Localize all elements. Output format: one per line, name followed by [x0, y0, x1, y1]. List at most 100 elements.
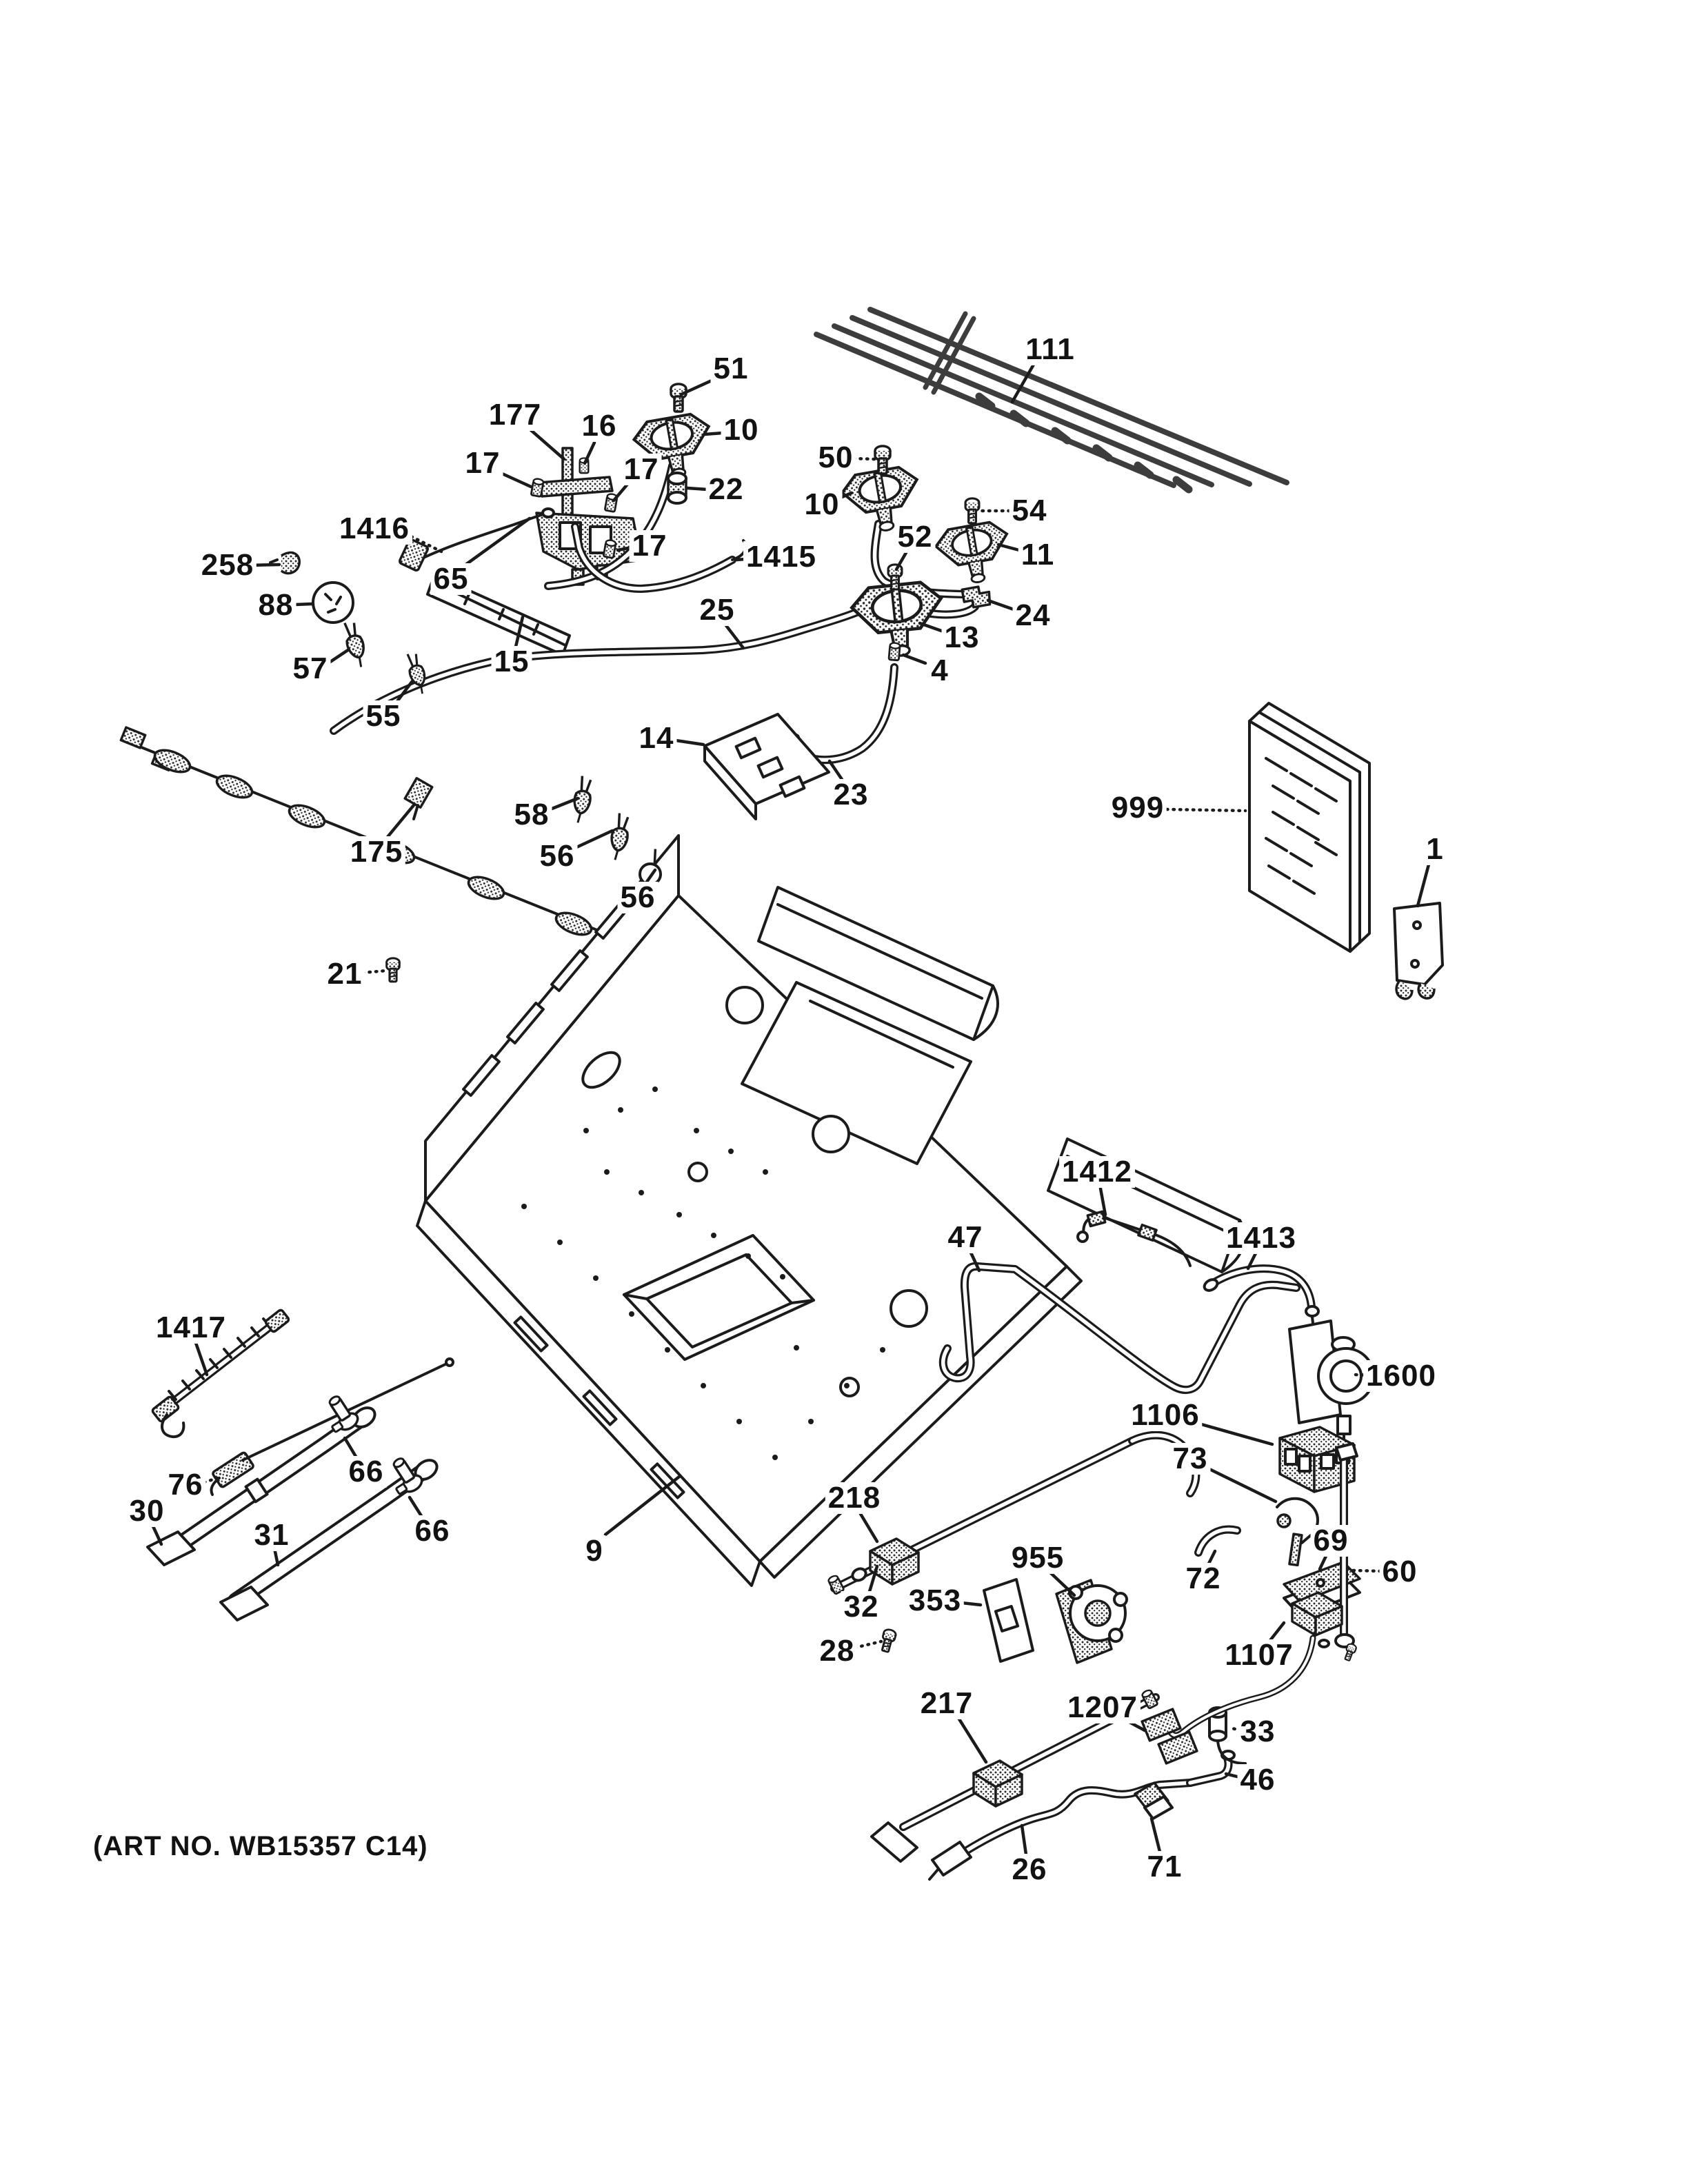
leader-line-4 [901, 653, 927, 665]
part-callout-1415: 1415 [743, 541, 819, 573]
leader-line-17 [612, 481, 631, 503]
leader-line-66 [408, 1495, 425, 1520]
part-callout-47: 47 [945, 1222, 986, 1253]
leader-line-11 [996, 543, 1021, 552]
leader-line-71 [1149, 1817, 1162, 1854]
part-callout-17: 17 [462, 447, 503, 479]
bracket-353 [983, 1578, 1034, 1663]
leader-line-32 [867, 1564, 879, 1596]
part-callout-22: 22 [705, 474, 747, 505]
leader-line-21 [361, 969, 388, 975]
part-callout-218: 218 [825, 1482, 884, 1514]
leader-line-16 [583, 441, 596, 465]
box-rivet-dots [521, 1086, 885, 1460]
oven-igniter-rail-1417 [151, 1308, 290, 1439]
part-callout-57: 57 [290, 653, 331, 685]
leader-line-69 [1318, 1553, 1329, 1571]
gas-tube-1413 [1203, 1264, 1320, 1331]
part-callout-1413: 1413 [1223, 1222, 1299, 1254]
flame-switch-1107 [1291, 1591, 1358, 1663]
part-callout-32: 32 [841, 1591, 882, 1623]
gas-tube-47 [938, 1262, 1300, 1395]
leader-line-23 [827, 759, 845, 782]
leader-line-1 [1416, 862, 1431, 908]
part-callout-175: 175 [347, 836, 406, 868]
part-callout-24: 24 [1012, 600, 1054, 631]
leader-line-30 [151, 1524, 163, 1546]
leader-line-73 [1206, 1466, 1278, 1504]
part-callout-23: 23 [830, 779, 872, 811]
ring-88 [312, 581, 354, 624]
part-callout-28: 28 [816, 1635, 858, 1667]
leader-line-26 [1020, 1823, 1028, 1857]
part-callout-54: 54 [1009, 495, 1050, 527]
leader-line-56 [573, 829, 614, 850]
elbow-fitting-72 [1194, 1525, 1241, 1557]
leader-line-55 [394, 679, 414, 705]
part-callout-17: 17 [621, 454, 662, 485]
hose-1107-to-1207 [1165, 1635, 1316, 1739]
part-callout-69: 69 [1310, 1525, 1352, 1557]
part-callout-1107: 1107 [1222, 1639, 1296, 1671]
part-callout-1416: 1416 [336, 513, 412, 545]
part-callout-17: 17 [629, 530, 670, 562]
leader-line-217 [956, 1716, 988, 1764]
leader-line-218 [858, 1512, 879, 1544]
leader-line-60 [1351, 1568, 1383, 1573]
part-callout-66: 66 [412, 1515, 453, 1547]
leader-line-17 [499, 471, 533, 489]
part-callout-71: 71 [1144, 1851, 1185, 1883]
part-callout-73: 73 [1169, 1443, 1211, 1475]
gas-valve-217 [870, 1688, 1160, 1863]
leader-line-13 [918, 621, 945, 634]
part-callout-33: 33 [1237, 1716, 1278, 1748]
part-callout-76: 76 [165, 1469, 206, 1501]
leader-line-65 [463, 516, 532, 567]
leader-line-1107 [1267, 1621, 1286, 1644]
part-callout-16: 16 [579, 410, 620, 442]
leader-line-47 [969, 1251, 981, 1273]
part-callout-50: 50 [815, 442, 856, 474]
part-callout-46: 46 [1237, 1764, 1278, 1796]
part-callout-25: 25 [696, 594, 738, 626]
part-callout-1417: 1417 [153, 1312, 229, 1344]
leader-line-57 [326, 647, 351, 665]
leader-line-175 [385, 803, 416, 839]
part-callout-66: 66 [345, 1456, 387, 1488]
part-callout-1106: 1106 [1128, 1399, 1203, 1431]
leader-line-15 [514, 615, 525, 649]
part-callout-9: 9 [583, 1535, 606, 1567]
leader-line-1412 [1098, 1186, 1107, 1217]
safety-valve-955 [1055, 1579, 1128, 1664]
leader-line-14 [674, 738, 705, 747]
leader-line-72 [1206, 1549, 1217, 1567]
leader-line-51 [679, 378, 714, 396]
part-callout-999: 999 [1108, 792, 1167, 824]
leader-line-28 [853, 1639, 883, 1650]
part-callout-217: 217 [917, 1688, 976, 1719]
part-callout-353: 353 [905, 1585, 965, 1617]
leader-line-76 [202, 1476, 220, 1484]
leader-line-22 [685, 486, 710, 492]
part-callout-52: 52 [894, 521, 936, 553]
leader-line-31 [272, 1546, 280, 1567]
part-callout-65: 65 [430, 563, 472, 595]
leader-line-955 [1047, 1570, 1076, 1597]
part-callout-26: 26 [1009, 1854, 1050, 1885]
leader-line-52 [894, 549, 909, 572]
harness-1412 [1076, 1210, 1192, 1267]
gas-tube-25 [330, 600, 878, 735]
part-callout-955: 955 [1008, 1542, 1067, 1574]
leader-line-88 [293, 602, 314, 607]
gas-tube-26 [942, 1779, 1194, 1868]
igniter-tube-1416 [398, 507, 555, 572]
part-callout-55: 55 [363, 700, 404, 732]
leader-line-1417 [194, 1341, 209, 1377]
bracket-14 [703, 713, 830, 820]
leader-line-24 [986, 598, 1016, 611]
part-callout-60: 60 [1379, 1556, 1420, 1588]
part-callout-51: 51 [710, 353, 752, 385]
grate-rod-assembly-111 [814, 307, 1289, 494]
part-callout-14: 14 [636, 722, 677, 754]
